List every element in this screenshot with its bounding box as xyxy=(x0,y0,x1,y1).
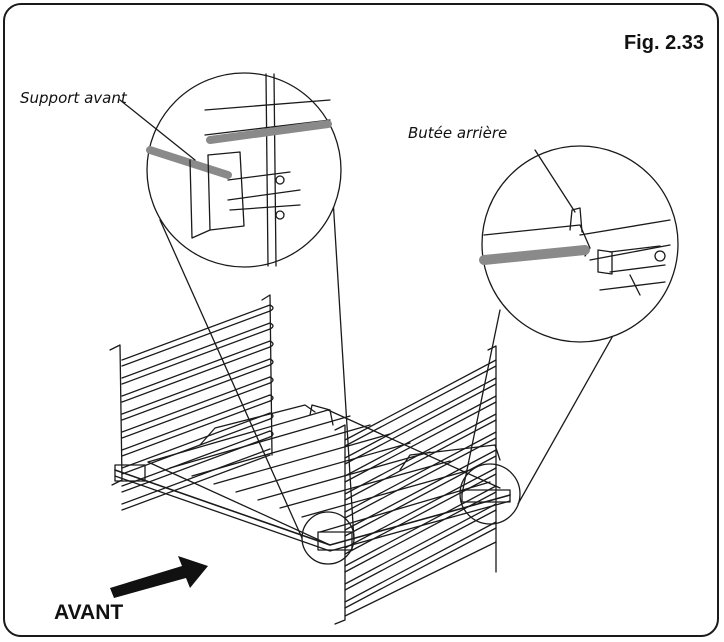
left-side-runner xyxy=(109,294,274,511)
rear-stop-callout: Butée arrière xyxy=(408,124,508,142)
figure-number: Fig. 2.33 xyxy=(623,32,704,54)
oven-rack xyxy=(114,404,511,552)
front-support-detail xyxy=(146,72,342,268)
front-support-callout: Support avant xyxy=(20,89,127,107)
rear-detail-marker xyxy=(459,463,521,525)
rear-stop-detail xyxy=(479,145,679,343)
front-direction-arrow xyxy=(110,556,208,598)
front-label: AVANT xyxy=(54,601,124,624)
